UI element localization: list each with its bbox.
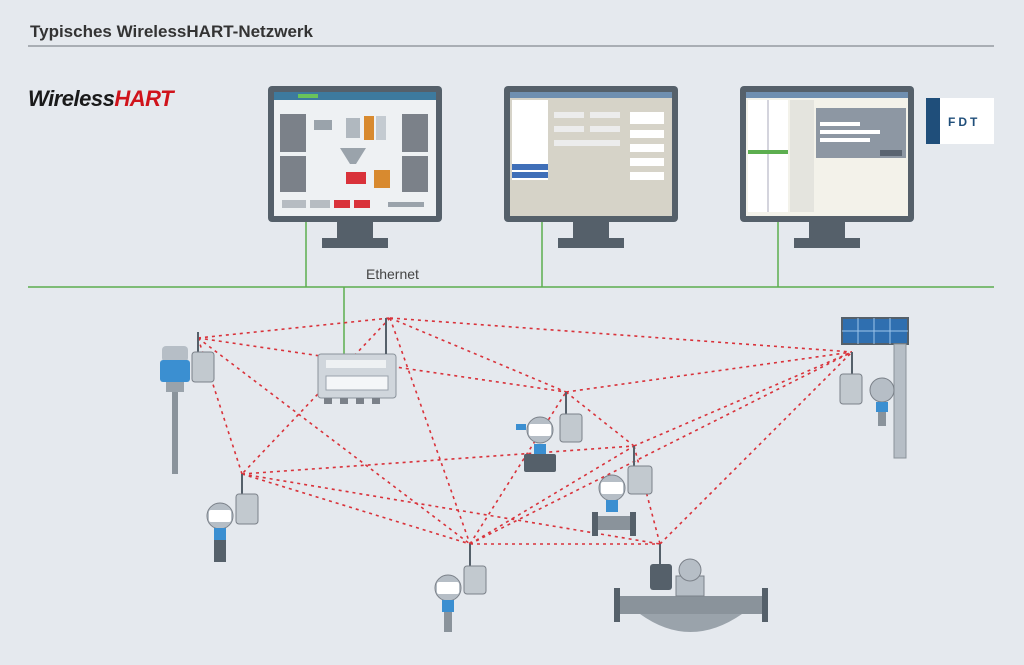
wirelesshart-logo: WirelessHART bbox=[28, 86, 174, 112]
ethernet-label: Ethernet bbox=[366, 266, 419, 282]
flow-transmitter bbox=[592, 446, 653, 536]
solar-powered-adapter bbox=[839, 317, 909, 459]
coriolis-flowmeter bbox=[614, 544, 768, 632]
differential-pressure-transmitter bbox=[516, 392, 583, 472]
pressure-transmitter-left bbox=[206, 474, 259, 562]
config-monitor bbox=[504, 86, 678, 248]
fdt-logo: FDT bbox=[926, 98, 994, 144]
pressure-transmitter-bottom bbox=[434, 544, 487, 632]
title-divider bbox=[28, 45, 994, 47]
logo-hart-text: HART bbox=[114, 86, 174, 111]
asset-monitor bbox=[740, 86, 914, 248]
logo-wireless-text: Wireless bbox=[28, 86, 115, 111]
page-title: Typisches WirelessHART-Netzwerk bbox=[30, 22, 313, 41]
wirelesshart-gateway bbox=[317, 318, 397, 404]
level-radar-device bbox=[160, 332, 215, 474]
ethernet-lines bbox=[28, 222, 994, 356]
scada-monitor bbox=[268, 86, 442, 248]
wireless-mesh-links bbox=[197, 317, 853, 545]
svg-text:FDT: FDT bbox=[948, 115, 980, 129]
